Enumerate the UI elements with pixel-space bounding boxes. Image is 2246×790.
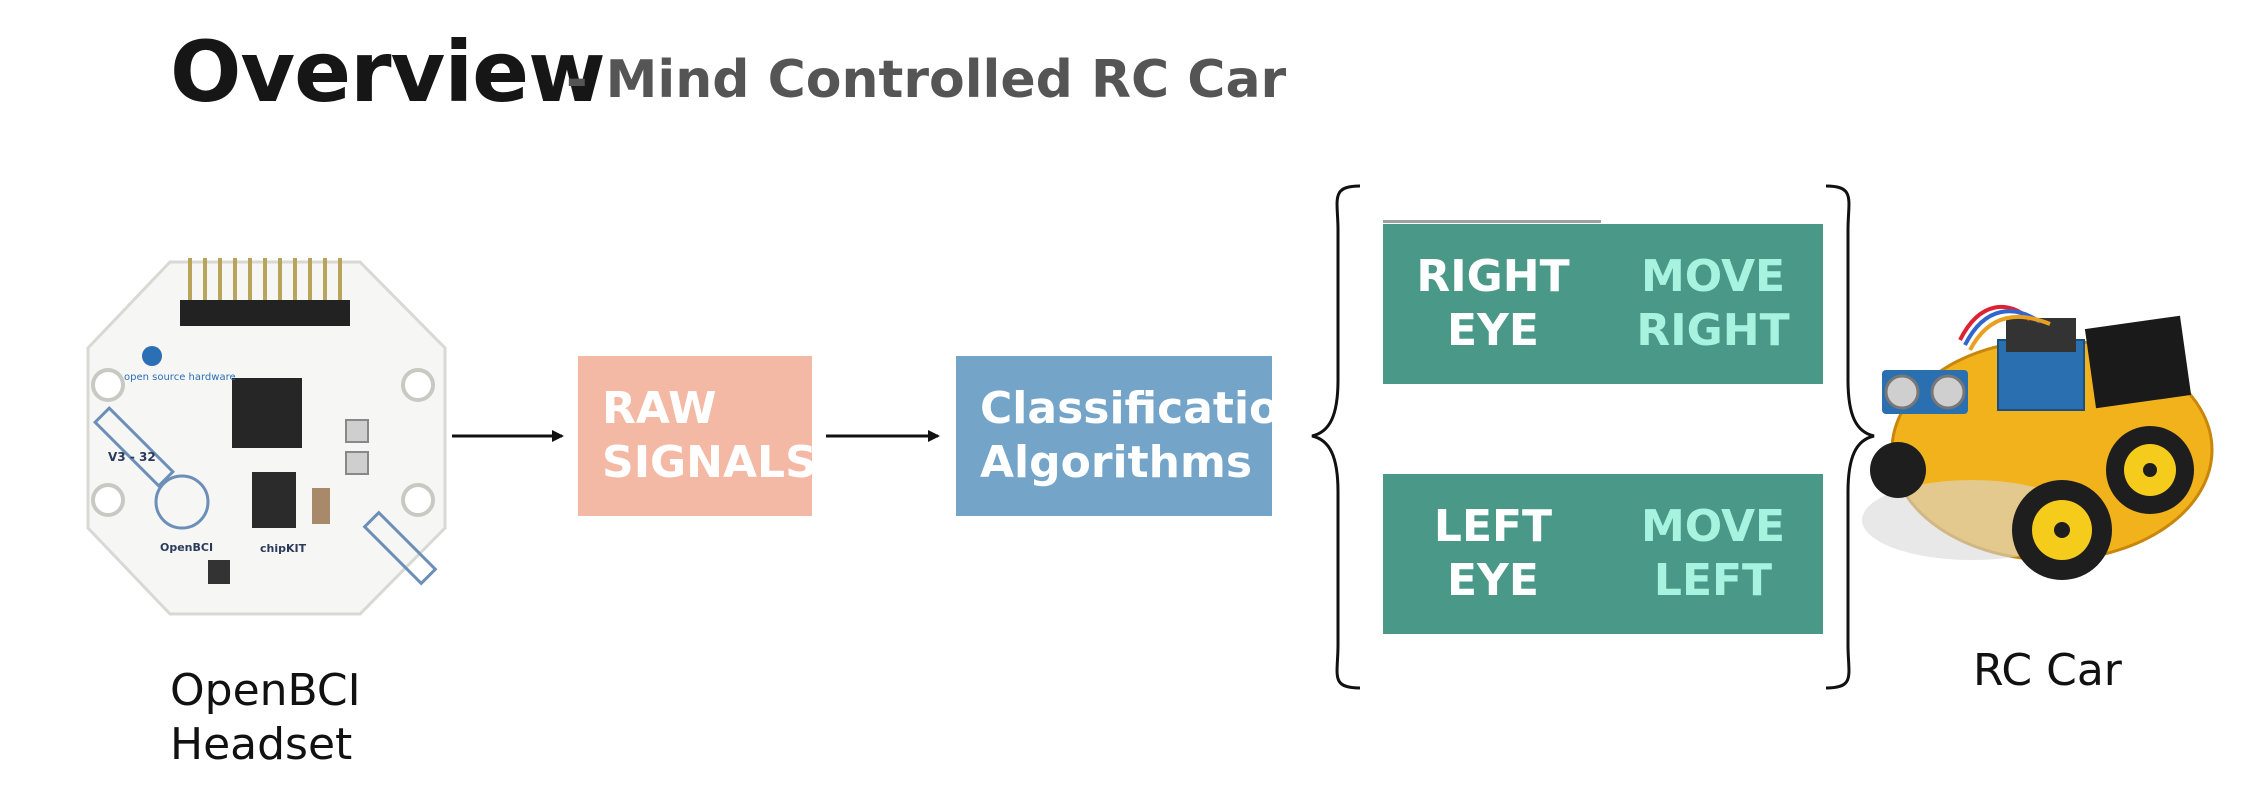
motor-driver <box>2006 318 2076 352</box>
openbci-board-image: V3 - 32 OpenBCI open source hardware chi… <box>86 258 447 616</box>
mapping-output-right: MOVE RIGHT <box>1603 224 1823 384</box>
mapping-box-left: LEFT EYE MOVE LEFT <box>1383 474 1823 634</box>
board-osh-label: open source hardware <box>124 372 236 383</box>
rc-car-image <box>1862 305 2214 580</box>
raw-signals-line2: SIGNALS <box>602 437 817 488</box>
classification-line2: Algorithms <box>980 437 1253 488</box>
mapping-output-line2: RIGHT <box>1636 305 1790 356</box>
mapping-input-left: LEFT EYE <box>1383 474 1603 634</box>
headset-caption: OpenBCI Headset <box>170 664 361 771</box>
main-chip <box>232 378 302 448</box>
page-subtitle: - Mind Controlled RC Car <box>566 50 1287 110</box>
secondary-chip <box>252 472 296 528</box>
mapping-input-line2: EYE <box>1447 305 1539 356</box>
mount-hole <box>401 368 435 402</box>
board-chip-label: chipKIT <box>260 542 307 555</box>
board-version-label: V3 - 32 <box>108 450 156 464</box>
header-pins <box>180 258 350 326</box>
battery-box <box>2084 315 2192 409</box>
headset-caption-line1: OpenBCI <box>170 665 361 716</box>
board-brand-label: OpenBCI <box>160 541 213 554</box>
divider-line <box>1383 220 1601 223</box>
osh-logo-icon <box>142 346 162 366</box>
classification-line1: Classification <box>980 383 1311 435</box>
mapping-input-right: RIGHT EYE <box>1383 224 1603 384</box>
mapping-output-line1: MOVE <box>1640 251 1786 303</box>
headset-caption-line2: Headset <box>170 718 353 770</box>
mapping-output-left: MOVE LEFT <box>1603 474 1823 634</box>
classification-box: Classification Algorithms <box>956 356 1311 516</box>
raw-signals-line1: RAW <box>602 383 717 435</box>
mapping-input-line1: LEFT <box>1433 501 1553 553</box>
page-title: Overview <box>170 23 606 121</box>
mount-hole <box>401 483 435 517</box>
mapping-input-line1: RIGHT <box>1416 251 1570 303</box>
mapping-output-line2: LEFT <box>1653 555 1773 606</box>
wheel <box>1870 442 1926 498</box>
wheel <box>2012 480 2112 580</box>
mount-hole <box>91 368 125 402</box>
mapping-box-right: RIGHT EYE MOVE RIGHT <box>1383 224 1823 384</box>
raw-signals-box: RAW SIGNALS <box>578 356 817 516</box>
openbci-logo-icon <box>154 474 210 530</box>
wheel <box>2106 426 2194 514</box>
mount-hole <box>91 483 125 517</box>
right-brace <box>1825 184 1875 690</box>
rc-car-caption: RC Car <box>1973 645 2122 696</box>
mapping-input-line2: EYE <box>1447 555 1539 606</box>
mapping-output-line1: MOVE <box>1640 501 1786 553</box>
left-brace <box>1311 184 1361 690</box>
